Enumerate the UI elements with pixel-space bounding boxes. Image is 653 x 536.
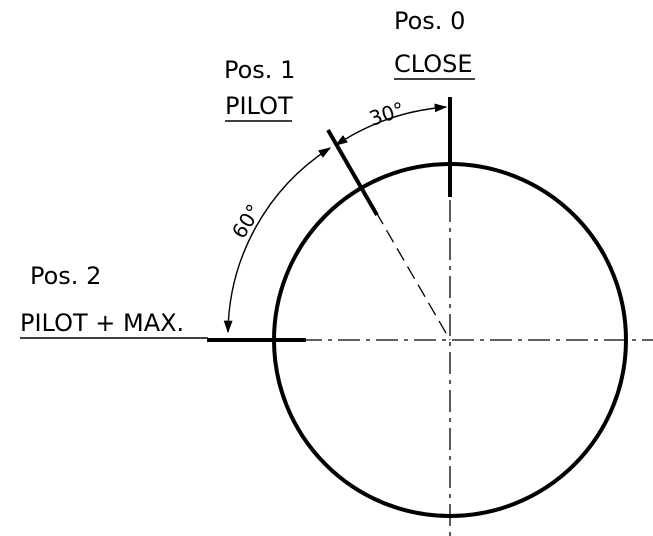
angle-30-label: 30° <box>366 97 407 131</box>
pos2-name: PILOT + MAX. <box>20 309 184 337</box>
angle-60-arc <box>223 147 332 334</box>
angle-30-arc <box>334 103 448 146</box>
pos1-label: Pos. 1 <box>224 56 295 84</box>
pos1-centerline <box>375 211 451 341</box>
angle-60-label: 60° <box>227 200 266 243</box>
pos0-name: CLOSE <box>394 50 473 78</box>
pos0-label: Pos. 0 <box>394 7 465 35</box>
pos1-name: PILOT <box>225 92 293 120</box>
pos1-marker <box>326 129 379 216</box>
pos2-label: Pos. 2 <box>30 262 101 290</box>
